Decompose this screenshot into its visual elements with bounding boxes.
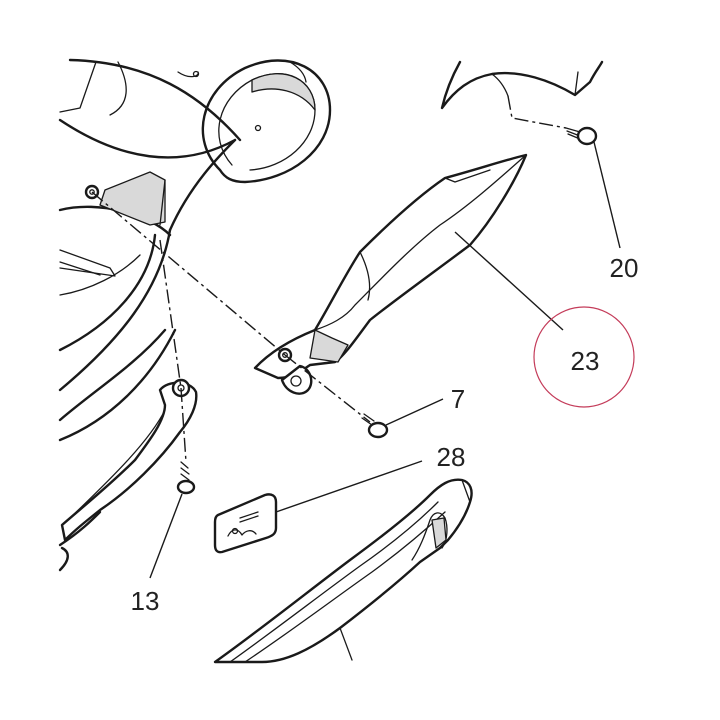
leader-23 bbox=[454, 231, 564, 331]
callout-20: 20 bbox=[610, 253, 639, 283]
upper-fairing-fragment bbox=[440, 60, 604, 110]
fairing-body-panel bbox=[58, 58, 242, 572]
leader-28 bbox=[275, 460, 423, 513]
callout-23-highlight-circle bbox=[533, 306, 635, 408]
chain-guide-bar bbox=[213, 478, 473, 664]
part-7-screw bbox=[361, 413, 389, 439]
leader-20 bbox=[593, 141, 621, 249]
leader-7 bbox=[385, 398, 444, 426]
callout-13: 13 bbox=[131, 586, 160, 616]
part-28-plate bbox=[213, 493, 278, 554]
leader-lines bbox=[149, 141, 621, 579]
part-23-side-cover bbox=[253, 153, 528, 395]
round-air-duct bbox=[201, 59, 332, 184]
part-13-bracket bbox=[60, 378, 198, 542]
leader-13 bbox=[149, 493, 183, 579]
callout-7: 7 bbox=[451, 384, 465, 414]
assembly-lines bbox=[91, 95, 567, 463]
callout-28: 28 bbox=[437, 442, 466, 472]
callout-23: 23 bbox=[571, 346, 600, 376]
part-20-screw bbox=[565, 126, 598, 146]
